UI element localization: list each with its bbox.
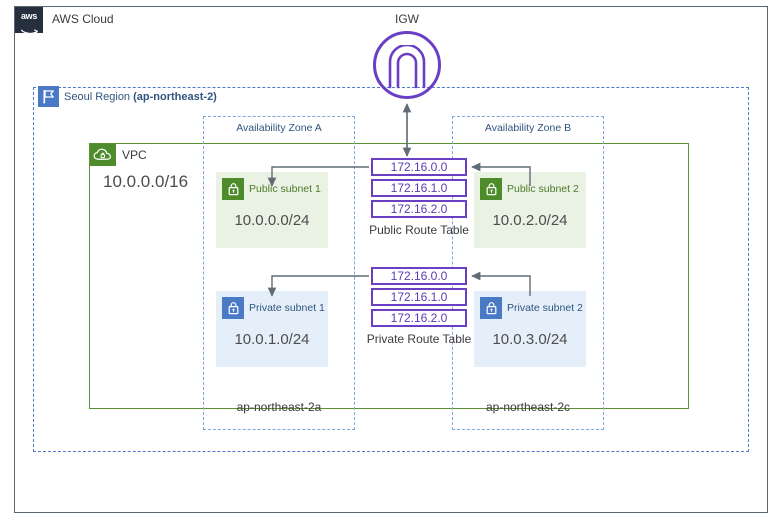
- subnet-private-1-name: Private subnet 1: [249, 302, 325, 314]
- lock-icon: [480, 178, 502, 200]
- route-table-row[interactable]: 172.16.0.0: [371, 267, 467, 285]
- subnet-private-2-name: Private subnet 2: [507, 302, 583, 314]
- public-route-table-caption: Public Route Table: [369, 223, 469, 237]
- route-entry: 172.16.0.0: [390, 269, 448, 283]
- region-label: Seoul Region (ap-northeast-2): [64, 91, 217, 103]
- availability-zone-b-boundary: [452, 116, 604, 430]
- availability-zone-a-footer: ap-northeast-2a: [236, 400, 322, 414]
- route-table-row[interactable]: 172.16.0.0: [371, 158, 467, 176]
- subnet-private-1-cidr: 10.0.1.0/24: [234, 331, 310, 348]
- subnet-public-2-name: Public subnet 2: [507, 183, 579, 195]
- region-flag-icon: [38, 86, 59, 107]
- aws-swoosh-icon: [20, 22, 38, 34]
- aws-logo-icon: aws: [15, 7, 43, 34]
- subnet-public-2-cidr: 10.0.2.0/24: [492, 212, 568, 229]
- vpc-cloud-icon: [90, 144, 116, 166]
- route-entry: 172.16.1.0: [390, 290, 448, 304]
- route-table-row[interactable]: 172.16.1.0: [371, 179, 467, 197]
- igw-label: IGW: [395, 12, 419, 26]
- availability-zone-b-title: Availability Zone B: [484, 122, 572, 134]
- route-entry: 172.16.2.0: [390, 202, 448, 216]
- availability-zone-b-footer: ap-northeast-2c: [485, 400, 571, 414]
- route-entry: 172.16.2.0: [390, 311, 448, 325]
- region-name: Seoul Region: [64, 91, 131, 103]
- lock-icon: [222, 297, 244, 319]
- private-route-table[interactable]: 172.16.0.0 172.16.1.0 172.16.2.0: [371, 267, 467, 330]
- private-route-table-caption: Private Route Table: [366, 332, 472, 346]
- aws-logo-text: aws: [20, 11, 38, 21]
- internet-gateway-icon[interactable]: [373, 31, 441, 99]
- aws-cloud-label: AWS Cloud: [52, 12, 114, 26]
- subnet-public-1[interactable]: Public subnet 1 10.0.0.0/24: [216, 172, 328, 248]
- vpc-boundary: [89, 143, 689, 409]
- route-entry: 172.16.1.0: [390, 181, 448, 195]
- region-code: (ap-northeast-2): [133, 91, 217, 103]
- public-route-table[interactable]: 172.16.0.0 172.16.1.0 172.16.2.0: [371, 158, 467, 221]
- availability-zone-a-boundary: [203, 116, 355, 430]
- vpc-cidr: 10.0.0.0/16: [103, 172, 189, 191]
- route-table-row[interactable]: 172.16.1.0: [371, 288, 467, 306]
- subnet-private-2[interactable]: Private subnet 2 10.0.3.0/24: [474, 291, 586, 367]
- route-table-row[interactable]: 172.16.2.0: [371, 309, 467, 327]
- subnet-private-1[interactable]: Private subnet 1 10.0.1.0/24: [216, 291, 328, 367]
- lock-icon: [222, 178, 244, 200]
- route-table-row[interactable]: 172.16.2.0: [371, 200, 467, 218]
- lock-icon: [480, 297, 502, 319]
- subnet-public-1-cidr: 10.0.0.0/24: [234, 212, 310, 229]
- vpc-label: VPC: [122, 148, 147, 162]
- route-entry: 172.16.0.0: [390, 160, 448, 174]
- availability-zone-a-title: Availability Zone A: [236, 122, 322, 134]
- subnet-public-2[interactable]: Public subnet 2 10.0.2.0/24: [474, 172, 586, 248]
- subnet-private-2-cidr: 10.0.3.0/24: [492, 331, 568, 348]
- subnet-public-1-name: Public subnet 1: [249, 183, 321, 195]
